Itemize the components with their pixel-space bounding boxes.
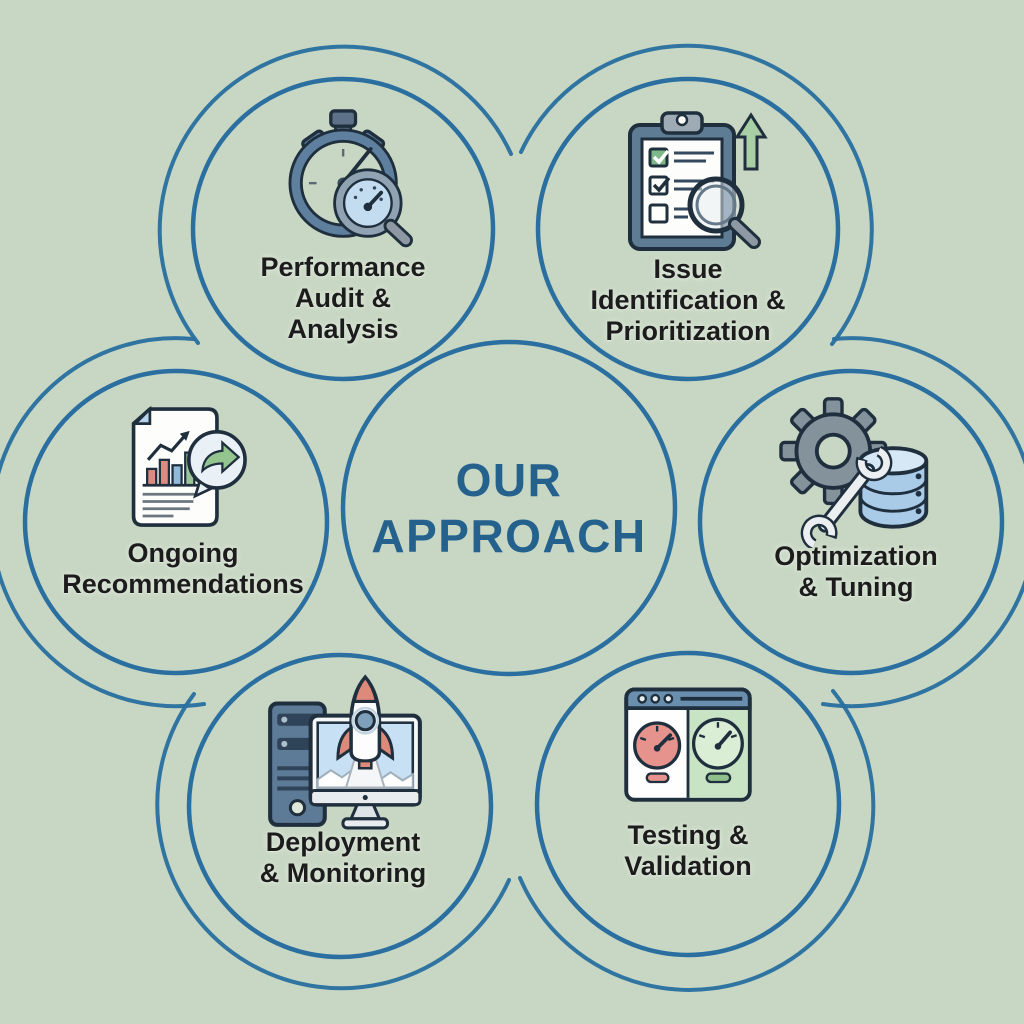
chain-arc-top-right — [519, 43, 874, 346]
node-label-deployment-monitoring: Deployment & Monitoring — [259, 827, 427, 888]
circle-optimization-tuning — [697, 368, 1005, 676]
report-chart-share-icon — [131, 405, 247, 527]
node-label-optimization-tuning: Optimization & Tuning — [774, 541, 938, 602]
node-label-testing-validation: Testing & Validation — [624, 820, 752, 881]
center-title-line2: APPROACH — [371, 510, 647, 562]
checklist-magnifier-arrow-icon — [628, 111, 768, 251]
node-label-ongoing-recommendations: Ongoing Recommendations — [62, 538, 304, 599]
browser-gauges-icon — [624, 687, 752, 802]
chain-arc-bottom-left — [155, 692, 511, 991]
circle-center — [340, 339, 678, 677]
circle-testing-validation — [534, 650, 842, 958]
stopwatch-magnifier-icon — [288, 109, 413, 248]
server-monitor-rocket-icon — [268, 674, 422, 830]
center-title-line1: OUR — [455, 454, 563, 506]
circle-issue-identification — [535, 76, 841, 382]
chain-arc-top-left — [157, 44, 513, 345]
chain-arc-bottom-right — [518, 689, 876, 992]
chain-arc-right — [821, 336, 1024, 709]
circle-ongoing-recommendations — [22, 368, 330, 676]
node-label-issue-identification: Issue Identification & Prioritization — [590, 254, 786, 346]
node-label-performance-audit: Performance Audit & Analysis — [260, 252, 426, 344]
chain-arc-left — [0, 336, 206, 709]
circle-deployment-monitoring — [186, 652, 494, 960]
center-title: OUR APPROACH — [339, 452, 679, 564]
circle-performance-audit — [190, 76, 496, 382]
gear-wrench-database-icon — [779, 397, 929, 548]
